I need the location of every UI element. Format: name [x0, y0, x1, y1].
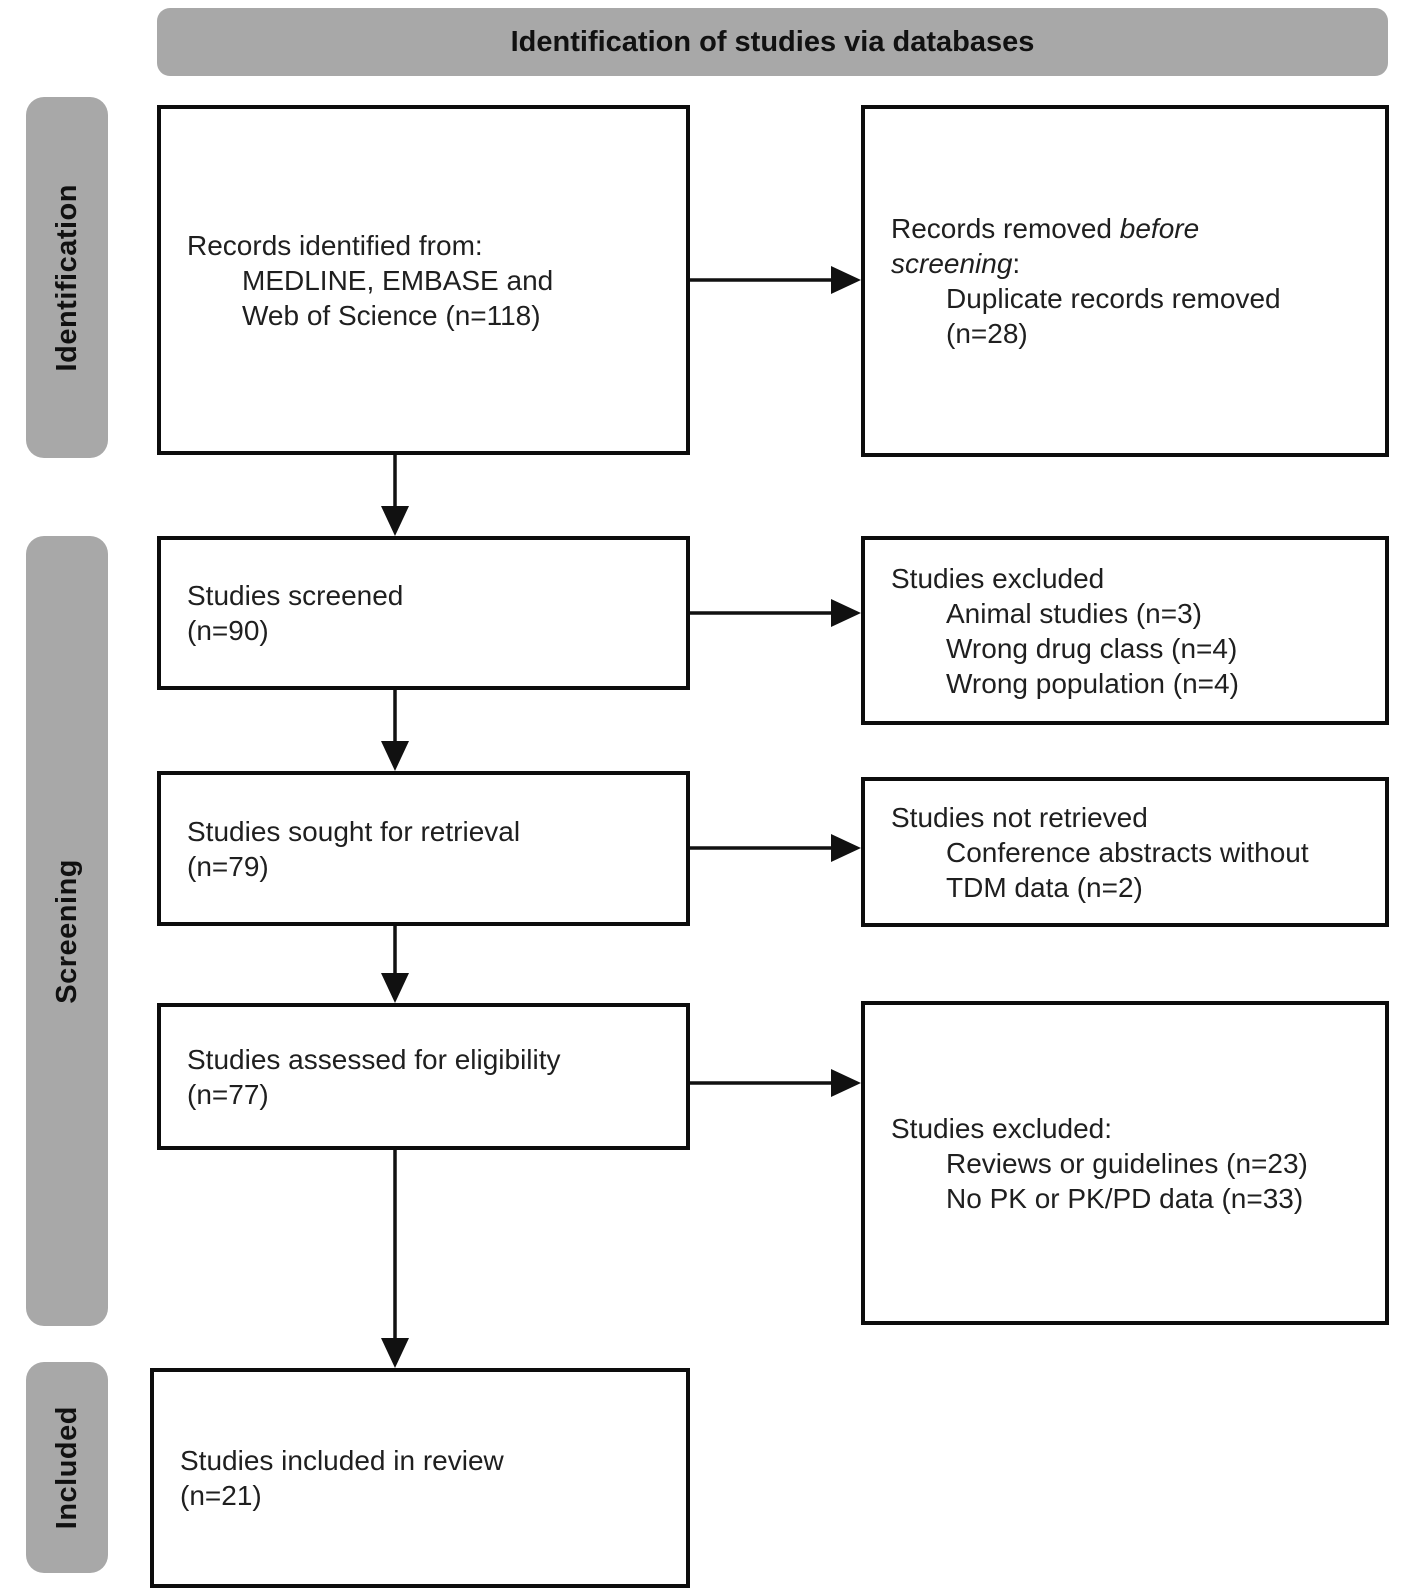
arrow-identified-to-removed	[690, 266, 861, 294]
text-line: (n=79)	[187, 850, 269, 882]
text-line: Studies screened	[187, 580, 404, 611]
arrow-assessed-to-included	[381, 1150, 409, 1368]
box-studies-assessed: Studies assessed for eligibility (n=77)	[157, 1003, 690, 1150]
italic-phrase: before	[1119, 213, 1200, 244]
box-studies-excluded-eligibility: Studies excluded: Reviews or guidelines …	[861, 1001, 1389, 1325]
box-studies-included: Studies included in review (n=21)	[150, 1368, 690, 1588]
arrow-sought-to-not-retrieved	[690, 834, 861, 862]
text-line: Records identified from:	[187, 229, 483, 261]
stage-label-text: Screening	[50, 858, 83, 1004]
box-studies-screened: Studies screened (n=90)	[157, 536, 690, 690]
text-line: TDM data (n=2)	[946, 871, 1143, 903]
text-line: (n=28)	[946, 318, 1028, 349]
stage-label-text: Included	[50, 1405, 83, 1530]
text-line: Studies sought for retrieval	[187, 815, 521, 847]
text-segment: Records removed	[891, 213, 1120, 244]
header-banner: Identification of studies via databases	[157, 8, 1388, 76]
text-line: Wrong drug class (n=4)	[946, 632, 1238, 664]
box-records-identified: Records identified from: MEDLINE, EMBASE…	[157, 105, 690, 455]
text-line: Wrong population (n=4)	[946, 667, 1239, 699]
text-line: Duplicate records removed	[946, 283, 1281, 314]
box-records-removed: Records removed before screening: Duplic…	[861, 105, 1389, 457]
text-line: (n=90)	[187, 615, 269, 646]
text-segment: :	[1012, 248, 1021, 279]
header-title: Identification of studies via databases	[510, 25, 1035, 58]
text-line: Studies included in review	[180, 1445, 504, 1476]
text-line: Web of Science (n=118)	[242, 299, 541, 331]
arrow-screened-to-sought	[381, 690, 409, 771]
text-line: Studies not retrieved	[891, 801, 1148, 833]
stage-label-text: Identification	[50, 183, 83, 372]
stage-label-screening: Screening	[26, 536, 108, 1326]
arrow-screened-to-excluded	[690, 599, 861, 627]
text-line: Studies excluded:	[891, 1112, 1113, 1144]
stage-label-identification: Identification	[26, 97, 108, 458]
arrow-identified-to-screened	[381, 455, 409, 536]
italic-phrase: screening	[891, 248, 1013, 279]
text-line: Studies assessed for eligibility	[187, 1043, 561, 1075]
text-line: Reviews or guidelines (n=23)	[946, 1147, 1308, 1179]
text-line: MEDLINE, EMBASE and	[242, 264, 554, 296]
arrow-sought-to-assessed	[381, 926, 409, 1003]
text-line: Conference abstracts without	[946, 836, 1309, 868]
text-line: No PK or PK/PD data (n=33)	[946, 1182, 1304, 1214]
arrow-assessed-to-excluded	[690, 1069, 861, 1097]
box-studies-not-retrieved: Studies not retrieved Conference abstrac…	[861, 777, 1389, 927]
box-studies-excluded-screening: Studies excluded Animal studies (n=3) Wr…	[861, 536, 1389, 725]
text-line: Records removed before	[891, 211, 1367, 246]
text-line: Studies excluded	[891, 562, 1105, 594]
text-line: (n=77)	[187, 1078, 269, 1110]
text-line: (n=21)	[180, 1480, 262, 1511]
box-studies-sought: Studies sought for retrieval (n=79)	[157, 771, 690, 926]
stage-label-included: Included	[26, 1362, 108, 1573]
text-line: Animal studies (n=3)	[946, 597, 1203, 629]
text-line: screening:	[891, 246, 1367, 281]
